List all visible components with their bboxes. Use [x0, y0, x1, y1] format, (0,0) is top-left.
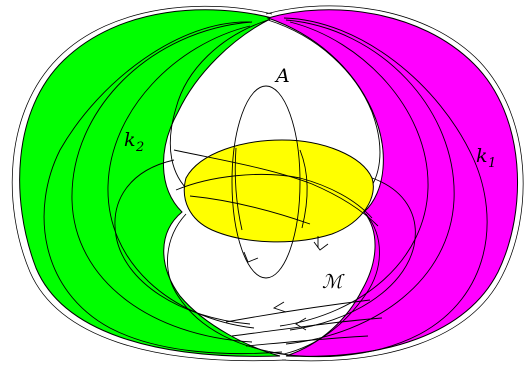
yellow-disk	[184, 140, 373, 242]
label-a: A	[274, 65, 290, 87]
svg-text:k: k	[476, 145, 488, 167]
svg-text:k: k	[124, 129, 136, 151]
label-m: ℳ	[322, 271, 345, 293]
svg-text:2: 2	[135, 140, 144, 155]
svg-text:1: 1	[488, 156, 496, 171]
